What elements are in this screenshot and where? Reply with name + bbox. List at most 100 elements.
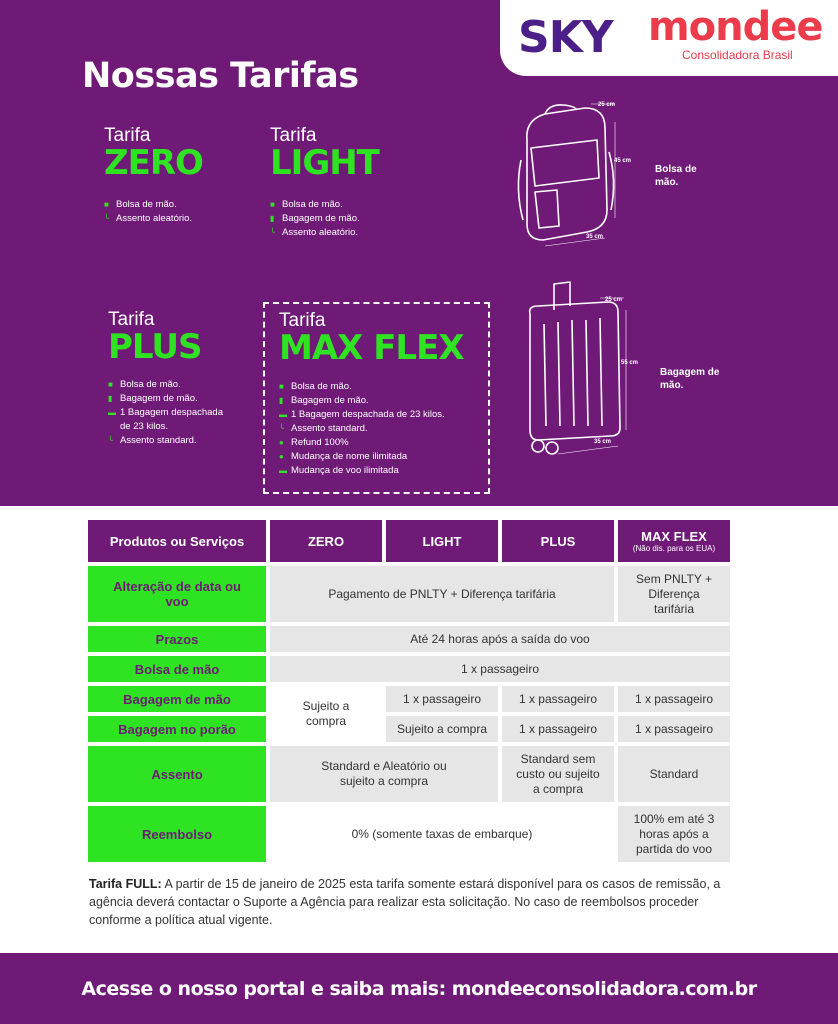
backpack-depth: 35 cm (586, 234, 604, 240)
benefit-item: ■Bolsa de mão. (279, 381, 352, 392)
fare-label: Tarifa (270, 125, 317, 146)
trolley-icon: ▮ (270, 214, 275, 223)
bolsa-common: 1 x passageiro (270, 656, 730, 682)
benefit-item: ■Bolsa de mão. (270, 199, 343, 210)
backpack-height: 45 cm (614, 158, 632, 164)
trolley-width: 25 cm (605, 297, 623, 303)
bagagem-mao-light: 1 x passageiro (386, 686, 498, 712)
bagagem-zero: Sujeito a compra (302, 699, 350, 728)
row-label-bagagem-mao: Bagagem de mão (88, 686, 266, 712)
fare-benefits: ■Bolsa de mão. ▮Bagagem de mão. ▬1 Bagag… (279, 380, 464, 478)
row-label-alteracao: Alteração de data ou voo (88, 566, 266, 622)
page-title: Nossas Tarifas (82, 56, 359, 96)
benefit-item: ╰Assento aleatório. (104, 213, 193, 224)
backpack-label: Bolsa de mão. (655, 164, 697, 188)
handbag-icon: ■ (104, 200, 109, 209)
fare-label: Tarifa (279, 310, 326, 331)
header-service: Produtos ou Serviços (88, 520, 266, 562)
seat-icon: ╰ (108, 436, 113, 445)
fare-benefits: ■Bolsa de mão. ▮Bagagem de mão. ╰Assento… (270, 198, 379, 240)
tarifa-full-note: Tarifa FULL: A partir de 15 de janeiro d… (89, 875, 739, 929)
suitcase-icon: ▬ (108, 408, 116, 417)
alteracao-common: Pagamento de PNLTY + Diferença tarifária (270, 566, 614, 622)
benefit-item: ╰Assento standard. (279, 423, 368, 434)
bagagem-porao-light: Sujeito a compra (386, 716, 498, 742)
reembolso-common: 0% (somente taxas de embarque) (351, 826, 533, 841)
footer-portal-text: Acesse o nosso portal e saiba mais: mond… (81, 977, 757, 1000)
row-label-reembolso: Reembolso (88, 806, 266, 862)
handbag-icon: ■ (270, 200, 275, 209)
fares-banner: SKY mondee Consolidadora Brasil Nossas T… (0, 0, 838, 506)
benefit-item: ▮Bagagem de mão. (270, 213, 360, 224)
row-label-assento: Assento (88, 746, 266, 802)
fare-name: LIGHT (270, 143, 380, 183)
note-text: A partir de 15 de janeiro de 2025 esta t… (89, 877, 721, 927)
bagagem-mao-plus: 1 x passageiro (502, 686, 614, 712)
backpack-width: 25 cm (598, 102, 616, 108)
maxflex-highlight-frame (263, 302, 490, 494)
bagagem-mao-maxflex: 1 x passageiro (618, 686, 730, 712)
name-change-icon: ● (279, 452, 284, 461)
trolley-height: 55 cm (621, 360, 639, 366)
trolley-depth: 35 cm (594, 439, 612, 445)
bagagem-porao-maxflex: 1 x passageiro (618, 716, 730, 742)
mondee-logo-subtitle: Consolidadora Brasil (682, 48, 793, 62)
flight-change-icon: ▬ (279, 466, 287, 475)
seat-icon: ╰ (104, 214, 109, 223)
suitcase-icon: ▬ (279, 410, 287, 419)
header-zero: ZERO (270, 520, 382, 562)
mondee-logo: mondee (648, 4, 824, 50)
fare-name: MAX FLEX (279, 328, 465, 368)
fare-benefits: ■Bolsa de mão. ▮Bagagem de mão. ▬1 Bagag… (108, 378, 223, 448)
seat-icon: ╰ (279, 424, 284, 433)
assento-plus: Standard sem custo ou sujeito a compra (502, 746, 614, 802)
header-plus: PLUS (502, 520, 614, 562)
sky-logo: SKY (518, 12, 614, 63)
assento-maxflex: Standard (618, 746, 730, 802)
trolley-suitcase-icon (528, 281, 627, 455)
handbag-icon: ■ (279, 382, 284, 391)
bagagem-porao-plus: 1 x passageiro (502, 716, 614, 742)
benefit-item: ╰Assento aleatório. (270, 227, 359, 238)
benefit-item: ▬1 Bagagem despachada (108, 407, 223, 418)
backpack-icon (517, 103, 616, 247)
fare-label: Tarifa (108, 309, 155, 330)
benefit-item: ╰Assento standard. (108, 435, 197, 446)
fare-plus: Tarifa PLUS ■Bolsa de mão. ▮Bagagem de m… (108, 310, 223, 448)
row-label-bolsa: Bolsa de mão (88, 656, 266, 682)
benefit-item: ■Bolsa de mão. (108, 379, 181, 390)
assento-zero-light: Standard e Aleatório ou sujeito a compra (270, 746, 498, 802)
fare-maxflex: Tarifa MAX FLEX ■Bolsa de mão. ▮Bagagem … (279, 310, 465, 478)
alteracao-maxflex: Sem PNLTY + Diferença tarifária (618, 566, 730, 622)
row-label-bagagem-porao: Bagagem no porão (88, 716, 266, 742)
handbag-icon: ■ (108, 380, 113, 389)
fare-zero: Tarifa ZERO ■Bolsa de mão. ╰Assento alea… (104, 125, 204, 226)
fare-label: Tarifa (104, 125, 151, 146)
footer-banner: Acesse o nosso portal e saiba mais: mond… (0, 953, 838, 1024)
fare-benefits: ■Bolsa de mão. ╰Assento aleatório. (104, 198, 203, 226)
benefit-item: ■Bolsa de mão. (104, 199, 177, 210)
refund-icon: ● (279, 438, 284, 447)
header-maxflex: MAX FLEX (Não dis. para os EUA) (618, 520, 730, 562)
benefit-item: de 23 kilos. (120, 421, 169, 432)
note-heading: Tarifa FULL: (89, 877, 162, 891)
logo-area: SKY mondee Consolidadora Brasil (500, 0, 838, 76)
benefit-item: ▮Bagagem de mão. (279, 395, 369, 406)
prazos-common: Até 24 horas após a saída do voo (270, 626, 730, 652)
fare-name: ZERO (104, 143, 204, 183)
row-label-prazos: Prazos (88, 626, 266, 652)
trolley-icon: ▮ (108, 394, 113, 403)
reembolso-maxflex: 100% em até 3 horas após a partida do vo… (618, 806, 730, 862)
fare-name: PLUS (108, 327, 202, 367)
benefit-item: ●Mudança de nome ilimitada (279, 451, 408, 462)
benefit-item: ▮Bagagem de mão. (108, 393, 198, 404)
trolley-icon: ▮ (279, 396, 284, 405)
trolley-label: Bagagem de mão. (660, 367, 720, 391)
header-light: LIGHT (386, 520, 498, 562)
seat-icon: ╰ (270, 228, 275, 237)
header-maxflex-note: (Não dis. para os EUA) (632, 543, 716, 553)
benefit-item: ▬1 Bagagem despachada de 23 kilos. (279, 409, 445, 420)
fare-light: Tarifa LIGHT ■Bolsa de mão. ▮Bagagem de … (270, 125, 380, 240)
benefit-item: ●Refund 100% (279, 437, 349, 448)
benefit-item: ▬Mudança de voo ilimitada (279, 465, 399, 476)
